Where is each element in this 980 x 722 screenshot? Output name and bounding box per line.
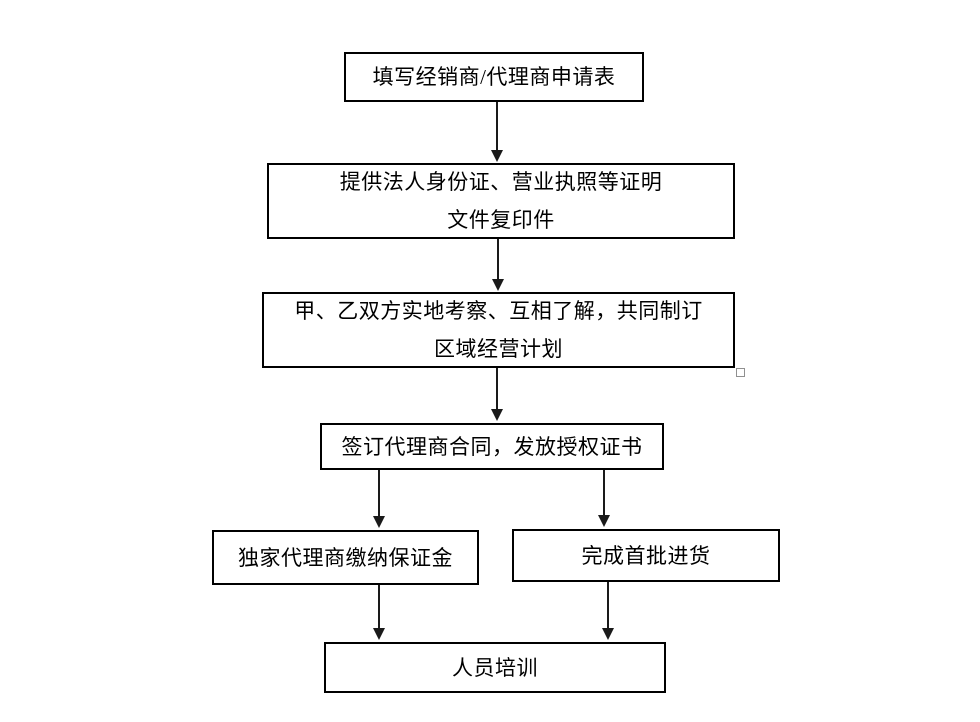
flow-node-label: 人员培训 <box>452 655 538 680</box>
flow-node-label: 完成首批进货 <box>581 543 711 568</box>
arrow-contract-to-first-order <box>598 470 610 527</box>
flow-node-label: 填写经销商/代理商申请表 <box>372 65 616 89</box>
flow-node-sign-contract: 签订代理商合同，发放授权证书 <box>320 423 664 470</box>
arrow-first-order-to-training <box>602 582 614 640</box>
flow-node-application-form: 填写经销商/代理商申请表 <box>344 52 644 102</box>
flow-node-provide-documents: 提供法人身份证、营业执照等证明 文件复印件 <box>267 163 735 239</box>
arrow-application-to-documents <box>491 102 503 162</box>
flow-node-label: 签订代理商合同，发放授权证书 <box>341 434 643 459</box>
arrow-contract-to-deposit <box>373 470 385 528</box>
arrow-documents-to-inspection <box>492 239 504 291</box>
flow-node-first-stock-order: 完成首批进货 <box>512 529 780 582</box>
flow-node-staff-training: 人员培训 <box>324 642 666 693</box>
arrow-inspection-to-contract <box>491 368 503 421</box>
flow-node-site-inspection: 甲、乙双方实地考察、互相了解，共同制订 区域经营计划 <box>262 292 735 368</box>
flow-node-label: 区域经营计划 <box>434 337 563 361</box>
arrow-deposit-to-training <box>373 585 385 640</box>
flow-node-label: 提供法人身份证、营业执照等证明 <box>339 170 663 194</box>
flow-node-pay-deposit: 独家代理商缴纳保证金 <box>212 530 479 585</box>
object-resize-handle[interactable] <box>736 368 745 377</box>
flow-node-label: 独家代理商缴纳保证金 <box>238 545 453 570</box>
flow-node-label: 甲、乙双方实地考察、互相了解，共同制订 <box>294 299 703 323</box>
flow-node-label: 文件复印件 <box>447 208 555 232</box>
